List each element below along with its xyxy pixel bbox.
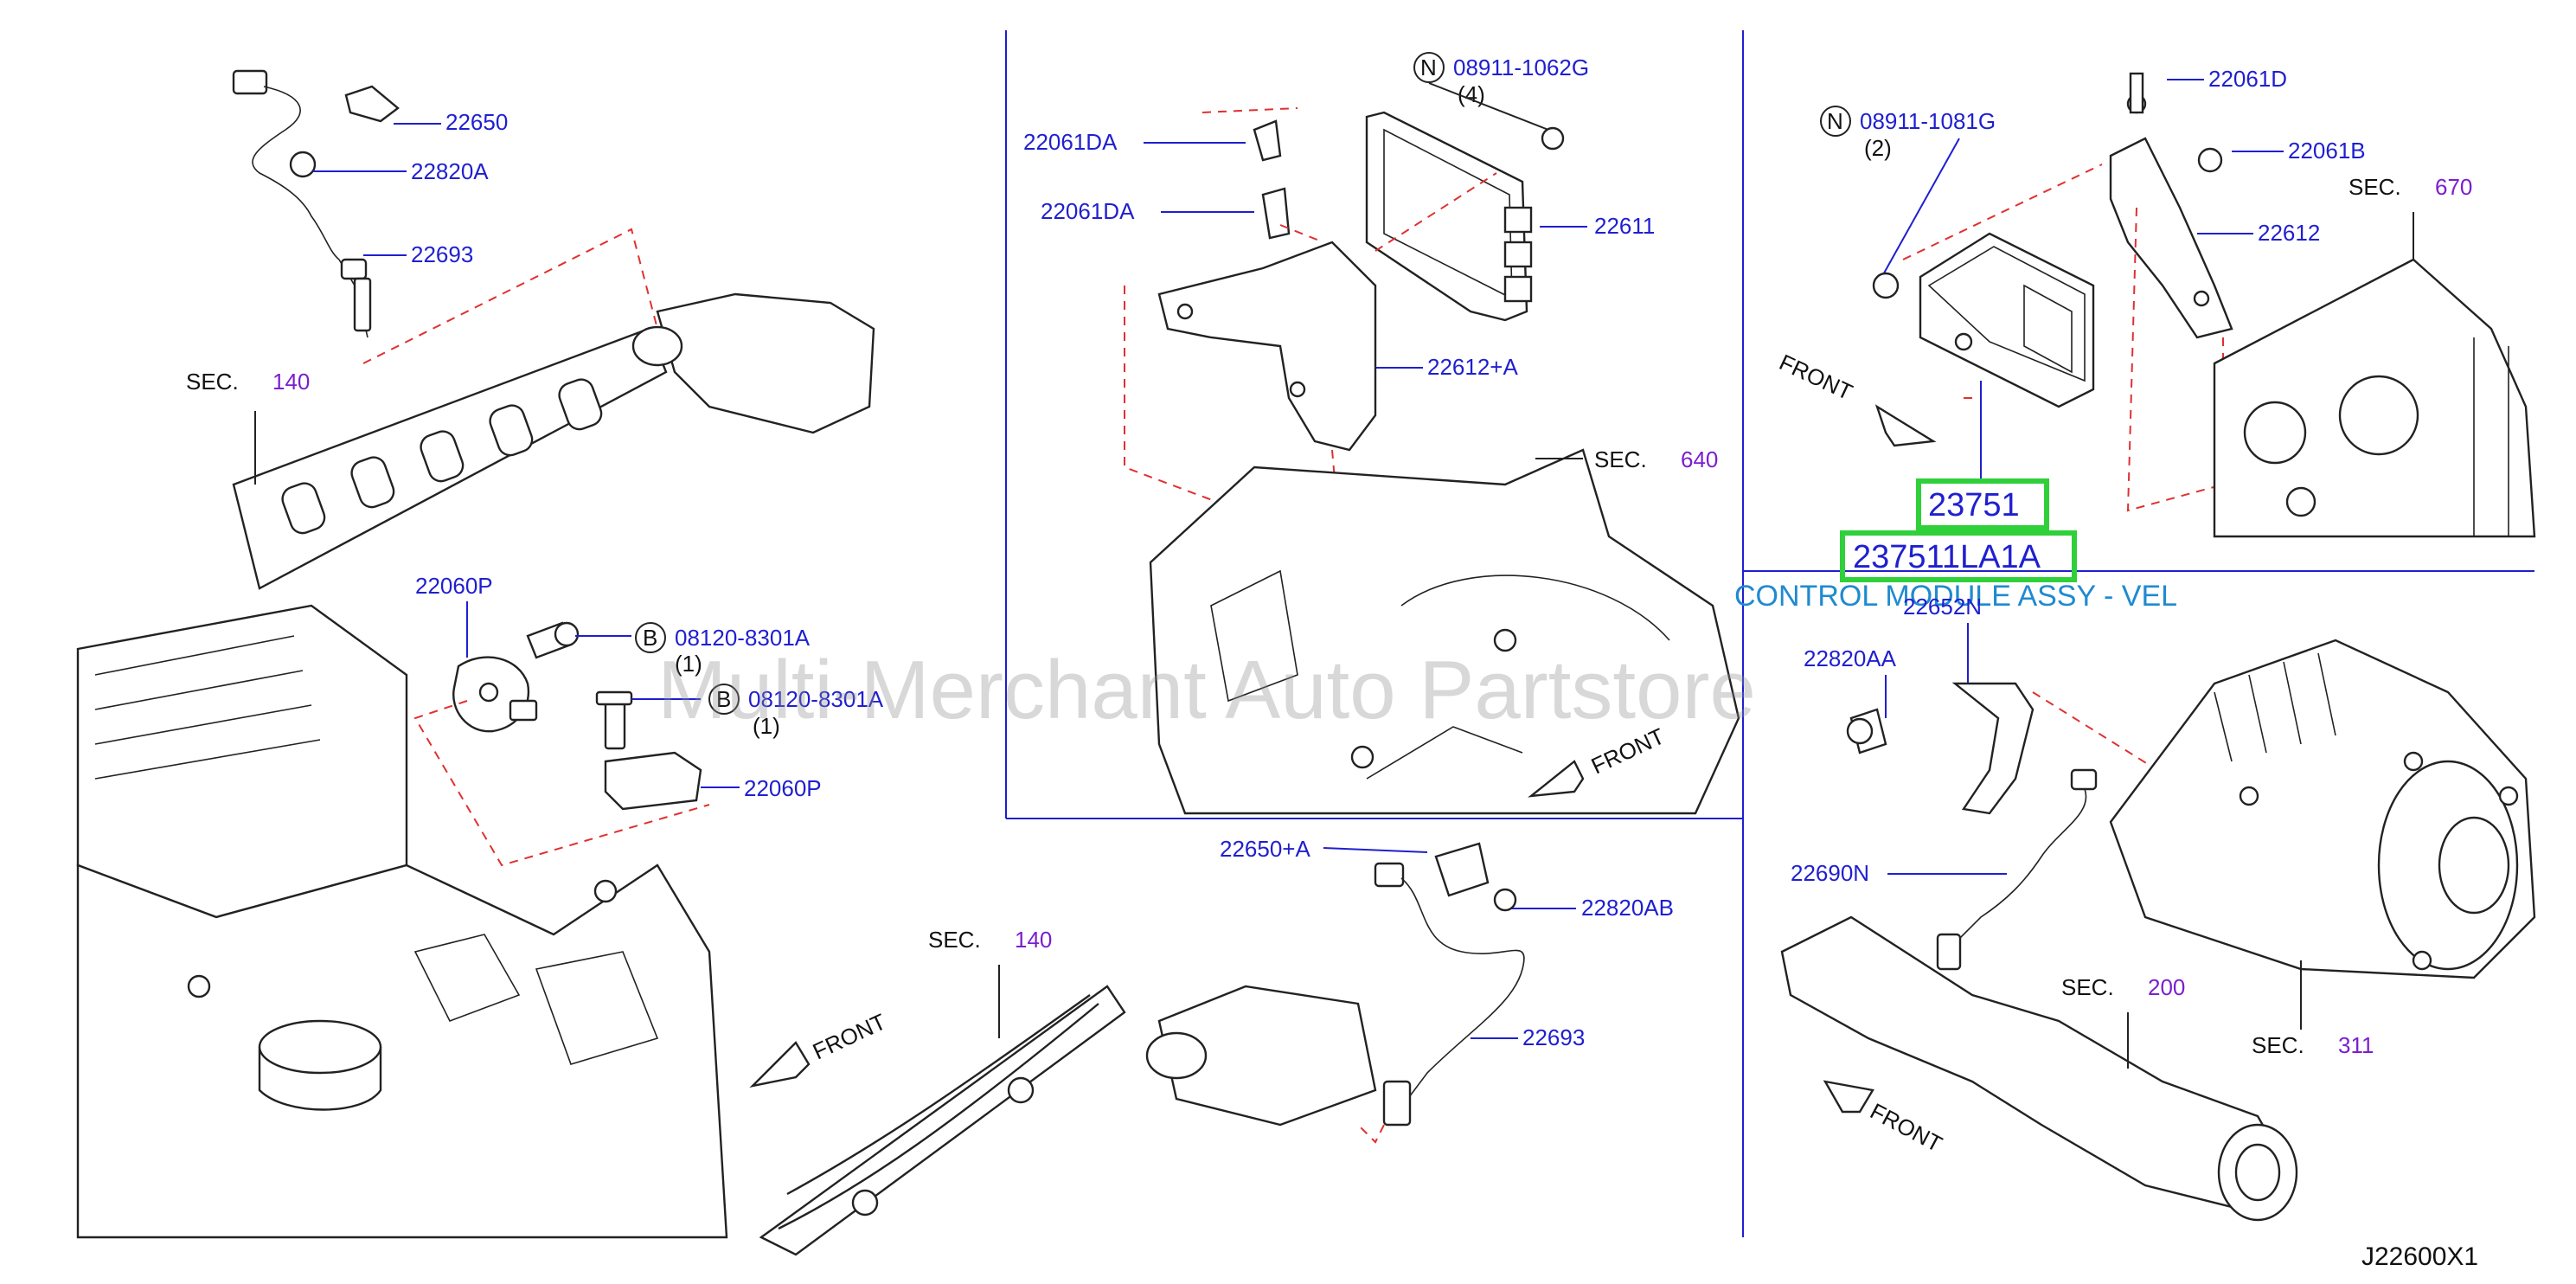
label-08911-1062g[interactable]: 08911-1062G <box>1453 55 1589 80</box>
label-sec-140-lower: SEC. <box>928 927 981 953</box>
highlight-oem-number[interactable]: 237511LA1A <box>1853 539 2041 575</box>
front-arrow-right-icon <box>1874 404 1937 447</box>
label-n-right: N <box>1827 108 1843 134</box>
label-22060p-lower[interactable]: 22060P <box>744 775 822 801</box>
right-upper-panel: N 08911-1081G (2) 22061D 22061B 22612 SE… <box>1734 66 2536 613</box>
label-b-lower: B <box>716 686 731 712</box>
diagram-code: J22600X1 <box>2361 1242 2478 1271</box>
label-22650[interactable]: 22650 <box>445 109 508 135</box>
label-22820a[interactable]: 22820A <box>411 158 489 184</box>
label-22693-lower[interactable]: 22693 <box>1522 1024 1585 1050</box>
label-22060p-upper[interactable]: 22060P <box>415 573 493 599</box>
label-22061da-1[interactable]: 22061DA <box>1023 129 1118 155</box>
label-sec-670-num[interactable]: 670 <box>2435 174 2472 200</box>
knock-sensor-drawing <box>452 621 702 811</box>
label-22611[interactable]: 22611 <box>1594 213 1655 239</box>
engine-block-drawing <box>76 604 728 1239</box>
label-qty-upper: (1) <box>675 651 702 677</box>
oxygen-sensor-upper-drawing <box>232 69 400 338</box>
label-08120-8301a-upper[interactable]: 08120-8301A <box>675 625 811 651</box>
label-sec-311: SEC. <box>2252 1032 2304 1058</box>
label-qty-2: (2) <box>1864 135 1892 161</box>
bracket-22612a-drawing <box>1157 241 1377 452</box>
exhaust-manifold-upper-drawing <box>232 292 875 590</box>
front-arrow-mid-icon <box>1528 760 1585 798</box>
label-22820ab[interactable]: 22820AB <box>1581 895 1674 921</box>
label-08120-8301a-lower[interactable]: 08120-8301A <box>748 686 884 712</box>
highlight-description: CONTROL MODULE ASSY - VEL <box>1734 580 2177 613</box>
transmission-drawing <box>2109 639 2536 979</box>
watermark-text: Multi-Merchant Auto Partstore <box>657 644 1756 736</box>
body-panel-640-drawing <box>1149 448 1740 815</box>
label-22690n[interactable]: 22690N <box>1791 860 1869 886</box>
exhaust-manifold-lower-drawing <box>759 985 1377 1256</box>
label-22612[interactable]: 22612 <box>2258 220 2320 246</box>
control-module-23751-drawing <box>1872 232 2095 408</box>
label-sec-140-lower-num[interactable]: 140 <box>1015 927 1052 953</box>
label-sec-140-upper: SEC. <box>186 369 239 395</box>
crank-sensor-drawing <box>1374 842 1525 1127</box>
label-22061da-2[interactable]: 22061DA <box>1041 198 1135 224</box>
label-sec-200: SEC. <box>2061 974 2114 1000</box>
label-22650-a[interactable]: 22650+A <box>1220 836 1310 862</box>
label-22061b[interactable]: 22061B <box>2288 138 2366 164</box>
label-sec-640-num[interactable]: 640 <box>1681 446 1718 472</box>
label-sec-311-num[interactable]: 311 <box>2338 1032 2374 1058</box>
label-qty-lower: (1) <box>753 713 780 739</box>
label-sec-640: SEC. <box>1594 446 1647 472</box>
label-n-upper: N <box>1420 55 1437 80</box>
label-22693-upper[interactable]: 22693 <box>411 241 473 267</box>
middle-panel: N 08911-1062G (4) 22061DA 22061DA 22611 … <box>1023 52 1740 815</box>
label-22652n[interactable]: 22652N <box>1903 594 1982 620</box>
bottom-middle-panel: 22650+A 22820AB 22693 SEC. 140 <box>759 836 1674 1256</box>
label-08911-1081g[interactable]: 08911-1081G <box>1860 108 1996 134</box>
catalytic-converter-drawing <box>1780 915 2298 1222</box>
label-b-upper: B <box>643 625 657 651</box>
label-front-left: FRONT <box>809 1008 890 1064</box>
label-sec-200-num[interactable]: 200 <box>2148 974 2185 1000</box>
panel-frames <box>1005 30 2534 1237</box>
front-arrow-left-icon <box>749 1041 811 1088</box>
label-22612-a[interactable]: 22612+A <box>1427 354 1518 380</box>
body-panel-670-drawing <box>2213 258 2536 538</box>
label-22820aa[interactable]: 22820AA <box>1804 645 1897 671</box>
highlight-part-number[interactable]: 23751 <box>1928 487 2020 523</box>
front-arrow-bottom-icon <box>1823 1080 1874 1114</box>
label-sec-140-upper-num[interactable]: 140 <box>272 369 310 395</box>
rear-oxygen-sensor-drawing <box>1846 682 2098 971</box>
right-lower-panel: 22652N 22820AA 22690N SEC. 311 <box>1780 594 2536 1222</box>
label-22061d[interactable]: 22061D <box>2208 66 2287 92</box>
label-front-right: FRONT <box>1775 349 1856 405</box>
bracket-22612-drawing <box>2109 72 2233 339</box>
control-module-vel-drawing <box>1253 111 1565 322</box>
label-sec-670: SEC. <box>2349 174 2401 200</box>
highlight-box-oem-number <box>1840 530 2077 582</box>
label-front-bottom: FRONT <box>1866 1098 1946 1158</box>
highlight-box-part-number <box>1916 478 2049 530</box>
